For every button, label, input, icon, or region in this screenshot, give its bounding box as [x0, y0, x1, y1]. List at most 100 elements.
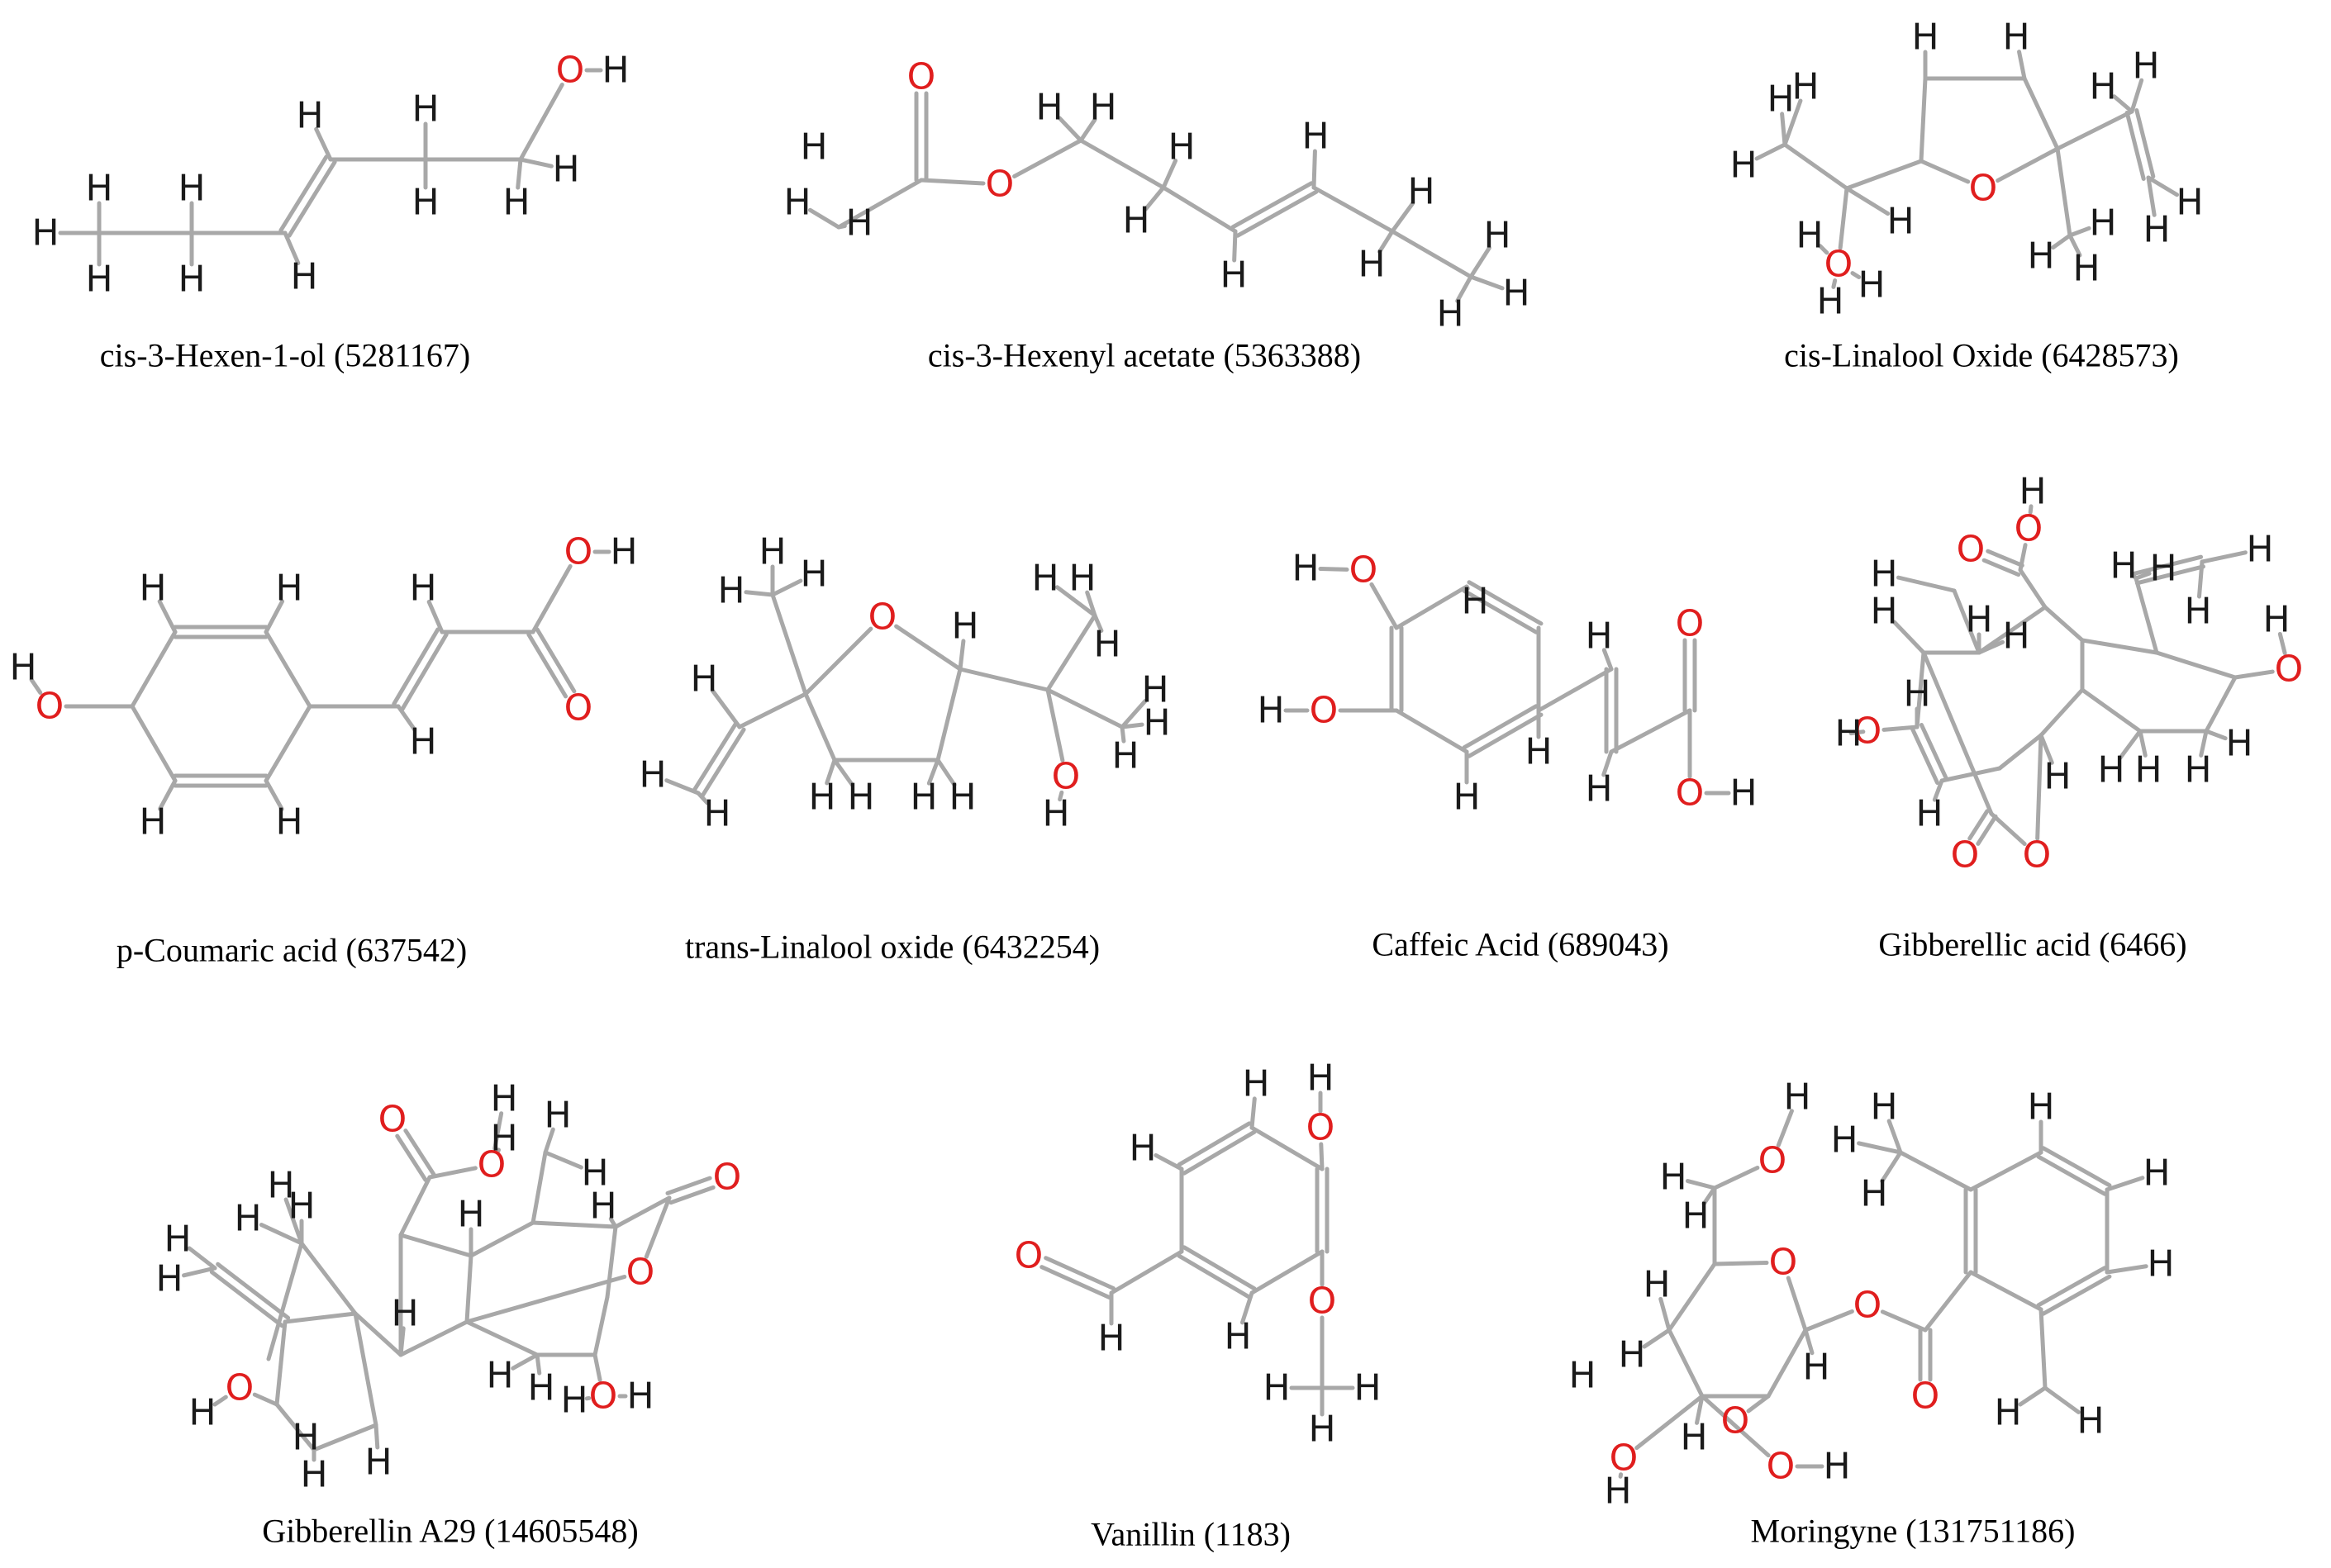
hydrogen-atom-label: H: [1767, 78, 1794, 121]
hydrogen-atom-label: H: [275, 801, 302, 843]
hydrogen-bond-line: [398, 1326, 406, 1357]
hydrogen-atom-label: H: [178, 168, 205, 210]
hydrogen-bond-line: [1057, 116, 1083, 143]
hydrogen-atom-label: H: [1436, 293, 1463, 335]
hydrogen-atom-label: H: [2143, 209, 2170, 251]
hydrogen-bond-line: [825, 758, 837, 786]
hydrogen-bond-line: [1685, 1179, 1717, 1190]
hydrogen-bond-line: [744, 590, 775, 597]
single-bond-line: [919, 178, 986, 186]
single-bond-line: [1045, 687, 1065, 763]
hydrogen-bond-line: [2138, 729, 2148, 758]
hydrogen-bond-line: [2017, 50, 2027, 81]
hydrogen-bond-line: [1831, 278, 1838, 289]
hydrogen-bond-line: [1701, 1186, 1717, 1206]
hydrogen-atom-label: H: [703, 793, 730, 835]
hydrogen-bond-line: [2146, 175, 2157, 217]
hydrogen-atom-label: H: [1089, 87, 1116, 129]
double-bond-line: [665, 1176, 712, 1195]
single-bond-line: [1249, 1249, 1325, 1295]
hydrogen-bond-line: [29, 677, 43, 695]
single-bond-line: [1249, 1125, 1325, 1171]
hydrogen-atom-label: H: [409, 721, 436, 763]
single-bond-line: [1838, 186, 1849, 250]
single-bond-line: [1394, 584, 1469, 630]
hydrogen-atom-label: H: [626, 1376, 654, 1418]
single-bond-line: [1319, 1142, 1325, 1171]
hydrogen-bond-line: [2028, 504, 2034, 515]
hydrogen-bond-line: [1658, 1296, 1672, 1333]
caption-gibberellic-acid: Gibberellic acid (6466): [1878, 926, 2186, 963]
hydrogen-atom-label: H: [288, 1186, 315, 1228]
hydrogen-bond-line: [2105, 1176, 2145, 1192]
single-bond-line: [2134, 576, 2159, 655]
single-bond-line: [1712, 1260, 1769, 1266]
single-bond-line: [644, 1195, 672, 1259]
oxygen-atom-label: O: [1911, 1376, 1940, 1418]
hydrogen-atom-label: H: [1292, 548, 1319, 590]
hydrogen-bond-line: [807, 207, 841, 230]
double-bond-line: [403, 1128, 436, 1177]
double-bond-line: [287, 159, 337, 238]
hydrogen-atom-label: H: [1870, 554, 1897, 596]
hydrogen-bond-line: [2043, 1385, 2081, 1414]
double-bond-line: [1235, 189, 1319, 238]
oxygen-atom-label: O: [36, 686, 64, 728]
single-bond-line: [530, 1220, 618, 1229]
single-bond-line: [2055, 146, 2072, 238]
hydrogen-atom-label: H: [527, 1367, 554, 1409]
hydrogen-atom-label: H: [1308, 1409, 1335, 1451]
oxygen-atom-label: O: [1610, 1437, 1639, 1480]
hydrogen-atom-label: H: [2184, 749, 2211, 791]
single-bond-line: [1968, 1270, 2043, 1312]
hydrogen-atom-label: H: [1407, 171, 1434, 213]
single-bond-line: [737, 691, 808, 729]
hydrogen-atom-label: H: [1220, 254, 1247, 297]
hydrogen-atom-label: H: [1129, 1128, 1156, 1170]
hydrogen-atom-label: H: [290, 256, 317, 298]
hydrogen-atom-label: H: [2184, 591, 2211, 633]
double-bond-line: [1039, 1265, 1112, 1300]
single-bond-line: [1997, 733, 2043, 771]
hydrogen-atom-label: H: [783, 182, 811, 224]
oxygen-atom-label: O: [907, 56, 936, 98]
single-bond-line: [592, 1352, 602, 1382]
hydrogen-atom-label: H: [164, 1219, 191, 1261]
caption-cis-linalool-oxide: cis-Linalool Oxide (6428573): [1784, 337, 2179, 374]
hydrogen-atom-label: H: [581, 1152, 608, 1195]
hydrogen-atom-label: H: [1830, 1119, 1858, 1162]
single-bond-line: [398, 1233, 473, 1258]
hydrogen-atom-label: H: [1585, 768, 1612, 810]
hydrogen-bond-line: [1249, 1096, 1257, 1130]
double-bond-line: [1976, 814, 1998, 846]
oxygen-atom-label: O: [378, 1099, 407, 1141]
single-bond-line: [1952, 588, 1981, 655]
single-bond-line: [1634, 1394, 1705, 1451]
hydrogen-atom-label: H: [1097, 1318, 1125, 1360]
hydrogen-atom-label: H: [391, 1293, 418, 1335]
oxygen-atom-label: O: [626, 1252, 655, 1294]
hydrogen-atom-label: H: [2225, 723, 2253, 765]
single-bond-line: [353, 1311, 378, 1428]
hydrogen-atom-label: H: [2134, 749, 2162, 791]
single-bond-line: [803, 691, 837, 763]
hydrogen-atom-label: H: [1729, 145, 1757, 187]
hydrogen-atom-label: H: [1585, 615, 1612, 658]
hydrogen-bond-line: [1857, 1141, 1903, 1155]
double-bond-line: [526, 632, 568, 699]
single-bond-line: [2080, 687, 2143, 734]
hydrogen-atom-label: H: [2246, 529, 2273, 571]
single-bond-line: [312, 1423, 378, 1452]
hydrogen-atom-label: H: [951, 606, 978, 648]
oxygen-atom-label: O: [478, 1144, 507, 1186]
oxygen-atom-label: O: [1721, 1400, 1750, 1442]
hydrogen-atom-label: H: [1093, 624, 1120, 666]
single-bond-line: [1803, 1309, 1854, 1333]
hydrogen-atom-label: H: [1483, 215, 1510, 257]
hydrogen-bond-line: [2105, 1264, 2148, 1275]
